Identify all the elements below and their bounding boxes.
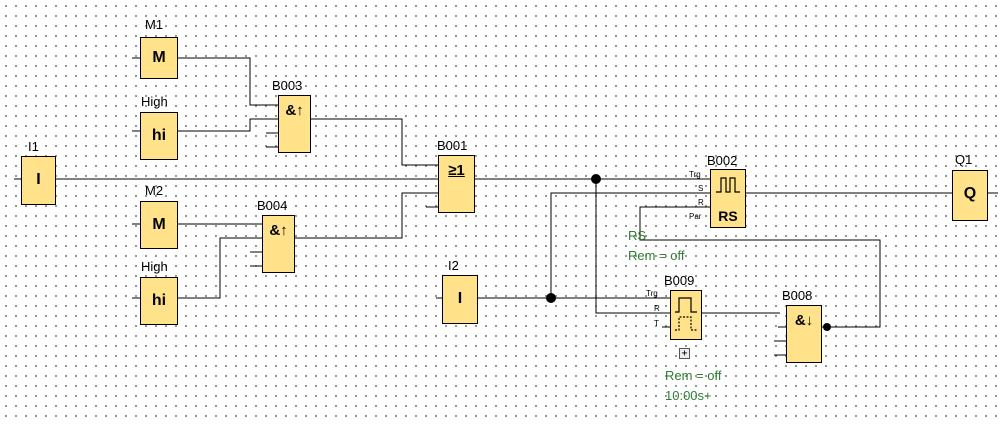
wire-high1-b003 (178, 118, 278, 132)
junction-dot (591, 174, 601, 184)
m1-label: M1 (145, 17, 164, 32)
b001-label: B001 (437, 138, 468, 153)
junction-dot (546, 293, 556, 303)
b004-label: B004 (257, 198, 288, 213)
q1-output-block[interactable]: Q (952, 170, 988, 221)
b003-symbol: &↑ (285, 102, 304, 119)
high2-label: High (141, 259, 168, 274)
b003-and-edge-block[interactable]: &↑ (278, 95, 311, 153)
wire-b003-b001 (311, 118, 438, 166)
wire-branch-b009-r (595, 179, 670, 314)
m1-flag-block[interactable]: M (140, 37, 178, 79)
b002-pin-s: S (698, 184, 704, 193)
b009-timer-block[interactable] (670, 290, 702, 340)
high1-label: High (141, 94, 168, 109)
wire-high2-b004 (178, 237, 262, 299)
m2-symbol: M (152, 216, 166, 233)
high2-constant-block[interactable]: hi (140, 277, 178, 325)
b002-param-mode: RS (628, 228, 647, 243)
wire-b004-b001 (295, 192, 438, 239)
b009-param-time: 10:00s+ (665, 388, 712, 403)
wire-i2-b002-s (550, 192, 710, 298)
b004-symbol: &↑ (269, 222, 288, 239)
pulse-waveform-icon (716, 177, 740, 193)
b003-label: B003 (272, 78, 303, 93)
b008-label: B008 (782, 288, 813, 303)
b008-symbol: &↓ (794, 312, 814, 329)
b008-and-falling-edge-block[interactable]: &↓ (786, 305, 822, 363)
b002-pin-r: R (698, 198, 704, 207)
i2-label: I2 (448, 258, 459, 273)
i2-symbol: I (457, 290, 463, 307)
i1-symbol: I (36, 171, 41, 188)
b009-expand-button[interactable]: + (679, 348, 690, 359)
b002-pulse-relay-block[interactable]: RS (710, 169, 746, 228)
b002-pin-trg: Trg (689, 170, 701, 179)
b009-pin-t: T (654, 319, 659, 328)
i2-input-block[interactable]: I (442, 275, 478, 324)
b002-param-retentive: Rem = off (628, 248, 685, 263)
m2-flag-block[interactable]: M (140, 201, 178, 249)
m1-symbol: M (152, 49, 166, 66)
b004-and-edge-block[interactable]: &↑ (262, 215, 295, 273)
b009-param-retentive: Rem = off (665, 368, 722, 383)
b009-pin-r: R (654, 304, 660, 313)
high1-symbol: hi (151, 127, 167, 144)
b001-symbol: ≥1 (448, 162, 465, 179)
high2-symbol: hi (151, 292, 167, 309)
timer-pulse-icon (675, 297, 697, 331)
b001-or-block[interactable]: ≥1 (438, 155, 475, 213)
wire-m1-b003 (178, 57, 278, 106)
i1-input-block[interactable]: I (21, 156, 56, 205)
b002-pin-par: Par (689, 212, 702, 221)
i1-label: I1 (28, 139, 39, 154)
high1-constant-block[interactable]: hi (140, 112, 178, 160)
b008-negated-output-dot (823, 323, 831, 331)
m2-label: M2 (145, 183, 164, 198)
q1-symbol: Q (963, 185, 977, 202)
q1-label: Q1 (955, 152, 973, 167)
b002-symbol: RS (718, 208, 738, 224)
b009-label: B009 (664, 273, 695, 288)
b002-label: B002 (707, 153, 738, 168)
b009-pin-trg: Trg (646, 289, 658, 298)
wire-b008-b002-r (639, 206, 881, 328)
